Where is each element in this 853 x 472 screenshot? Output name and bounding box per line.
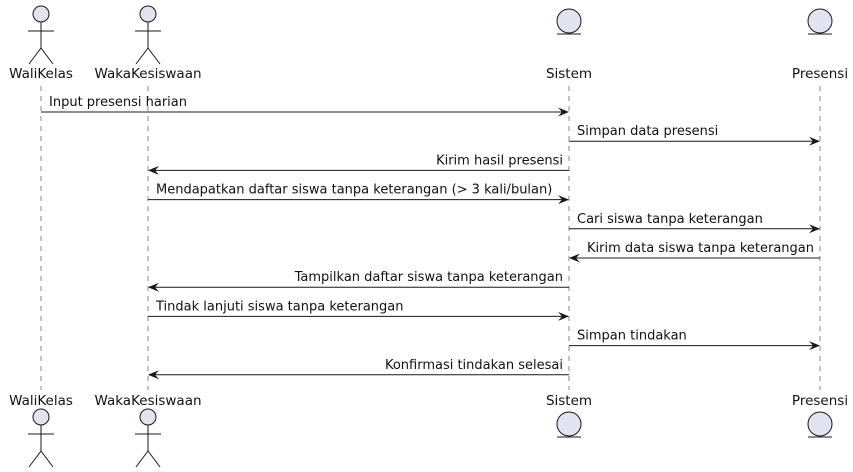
message-label: Input presensi harian [49, 95, 187, 110]
participant-label: Sistem [546, 393, 592, 409]
arrowhead [148, 370, 159, 380]
participant-walikelas-bottom: WaliKelas [9, 393, 73, 468]
entity-icon [556, 411, 582, 437]
message-label: Simpan tindakan [577, 329, 687, 344]
participant-presensi-bottom: Presensi [792, 393, 848, 438]
entity-icon [556, 8, 582, 34]
participant-sistem-top: Sistem [546, 8, 592, 82]
message-2: Simpan data presensi [569, 124, 820, 146]
arrowhead [809, 136, 820, 146]
participant-walikelas-top: WaliKelas [9, 5, 73, 82]
message-4: Mendapatkan daftar siswa tanpa keteranga… [148, 183, 569, 205]
actor-head [139, 5, 157, 23]
participant-label: WakaKesiswaan [94, 66, 201, 82]
message-6: Kirim data siswa tanpa keterangan [569, 241, 820, 263]
message-label: Kirim data siswa tanpa keterangan [587, 241, 814, 256]
message-8: Tindak lanjuti siswa tanpa keterangan [148, 299, 569, 321]
message-9: Simpan tindakan [569, 329, 820, 351]
participant-label: Presensi [792, 66, 848, 82]
message-10: Konfirmasi tindakan selesai [148, 358, 569, 380]
participant-label: WaliKelas [9, 393, 73, 409]
arrowhead [148, 282, 159, 292]
actor-leg-left [28, 47, 42, 65]
entity-icon [807, 8, 833, 34]
arrowhead [809, 341, 820, 351]
message-5: Cari siswa tanpa keterangan [569, 212, 820, 234]
message-label: Simpan data presensi [577, 124, 718, 139]
message-label: Kirim hasil presensi [436, 153, 563, 168]
message-1: Input presensi harian [41, 95, 569, 117]
arrowhead [558, 195, 569, 205]
message-label: Konfirmasi tindakan selesai [385, 358, 563, 373]
actor-head [32, 408, 50, 426]
arrowhead [558, 311, 569, 321]
participant-label: WaliKelas [9, 66, 73, 82]
arrowhead [569, 253, 580, 263]
message-label: Mendapatkan daftar siswa tanpa keteranga… [156, 183, 552, 198]
arrowhead [809, 224, 820, 234]
actor-leg-right [40, 47, 54, 65]
message-label: Tindak lanjuti siswa tanpa keterangan [155, 299, 404, 314]
arrowhead [148, 165, 159, 175]
participant-wakakesiswaan-top: WakaKesiswaan [94, 5, 202, 82]
actor-head [32, 5, 50, 23]
message-label: Cari siswa tanpa keterangan [577, 212, 763, 227]
actor-leg-left [28, 450, 42, 468]
actor-head [139, 408, 157, 426]
participant-label: Presensi [792, 393, 848, 409]
participant-sistem-bottom: Sistem [546, 393, 592, 438]
arrowhead [558, 107, 569, 117]
message-7: Tampilkan daftar siswa tanpa keterangan [148, 270, 569, 292]
actor-leg-left [135, 450, 149, 468]
message-label: Tampilkan daftar siswa tanpa keterangan [294, 270, 563, 285]
actor-leg-left [135, 47, 149, 65]
actor-leg-right [147, 47, 161, 65]
participant-wakakesiswaan-bottom: WakaKesiswaan [94, 393, 202, 468]
participant-label: Sistem [546, 66, 592, 82]
participant-presensi-top: Presensi [792, 8, 848, 82]
actor-leg-right [147, 450, 161, 468]
participant-label: WakaKesiswaan [94, 393, 201, 409]
actor-leg-right [40, 450, 54, 468]
entity-icon [807, 411, 833, 437]
message-3: Kirim hasil presensi [148, 153, 569, 175]
